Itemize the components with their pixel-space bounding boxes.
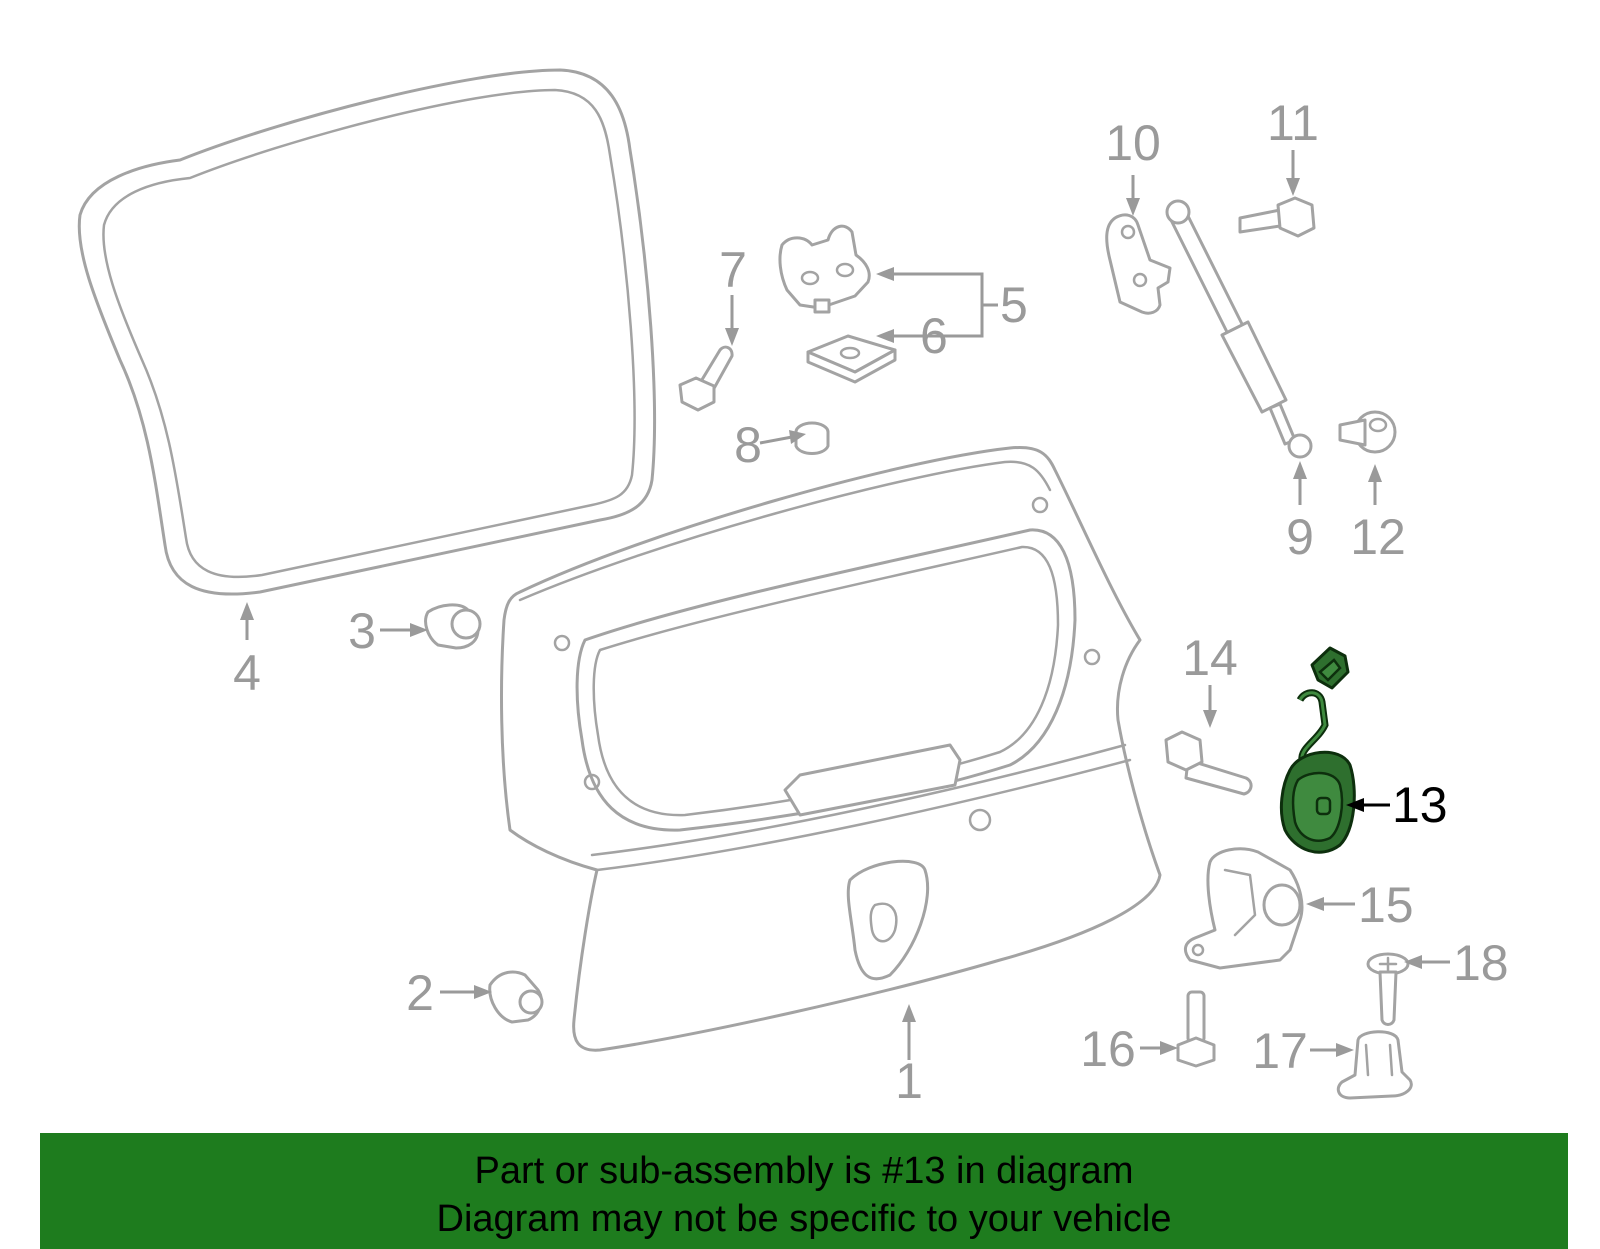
part-7-bolt[interactable] [678, 345, 734, 412]
part-11-bolt[interactable] [1238, 196, 1316, 238]
callout-7: 7 [719, 242, 747, 298]
callout-8: 8 [734, 417, 762, 473]
callout-13: 13 [1392, 777, 1448, 833]
callout-6: 6 [920, 308, 948, 364]
part-14-bolt[interactable] [1164, 730, 1253, 796]
callout-17: 17 [1252, 1023, 1308, 1079]
callout-11: 11 [1267, 95, 1319, 151]
part-9-strut[interactable] [1165, 199, 1313, 459]
callout-18: 18 [1453, 935, 1509, 991]
part-5-hinge[interactable] [778, 224, 871, 314]
callout-2: 2 [406, 965, 434, 1021]
callout-12: 12 [1350, 509, 1406, 565]
callout-9: 9 [1286, 509, 1314, 565]
part-4-weatherstrip[interactable] [77, 68, 657, 596]
banner-line-part: Part or sub-assembly is #13 in diagram [474, 1150, 1134, 1192]
part-12-clip[interactable] [1338, 410, 1397, 454]
callout-5: 5 [1000, 277, 1028, 333]
callout-10: 10 [1105, 115, 1161, 171]
part-8-nut[interactable] [794, 421, 830, 455]
part-6-shim[interactable] [806, 334, 897, 384]
callout-labels: 1 2 3 4 5 6 7 8 9 10 11 12 13 14 15 16 1… [233, 95, 1509, 1109]
leader-lines [240, 150, 1450, 1060]
part-13-switch-harness[interactable] [1279, 646, 1356, 854]
banner-line-disclaimer: Diagram may not be specific to your vehi… [436, 1198, 1172, 1240]
part-16-bolt[interactable] [1176, 990, 1216, 1068]
callout-15: 15 [1358, 877, 1414, 933]
part-3-bumper[interactable] [424, 603, 482, 650]
part-15-latch[interactable] [1183, 847, 1304, 970]
callout-14: 14 [1182, 630, 1238, 686]
part-10-bracket[interactable] [1105, 213, 1172, 315]
callout-1: 1 [895, 1053, 923, 1109]
callout-3: 3 [348, 603, 376, 659]
callout-16: 16 [1080, 1021, 1136, 1077]
info-banner: Part or sub-assembly is #13 in diagram D… [40, 1133, 1568, 1249]
part-2-bumper[interactable] [488, 970, 544, 1024]
part-1-liftgate[interactable] [500, 445, 1162, 1052]
part-18-screw[interactable] [1366, 952, 1410, 1026]
callout-4: 4 [233, 645, 261, 701]
part-17-striker[interactable] [1336, 1030, 1413, 1100]
